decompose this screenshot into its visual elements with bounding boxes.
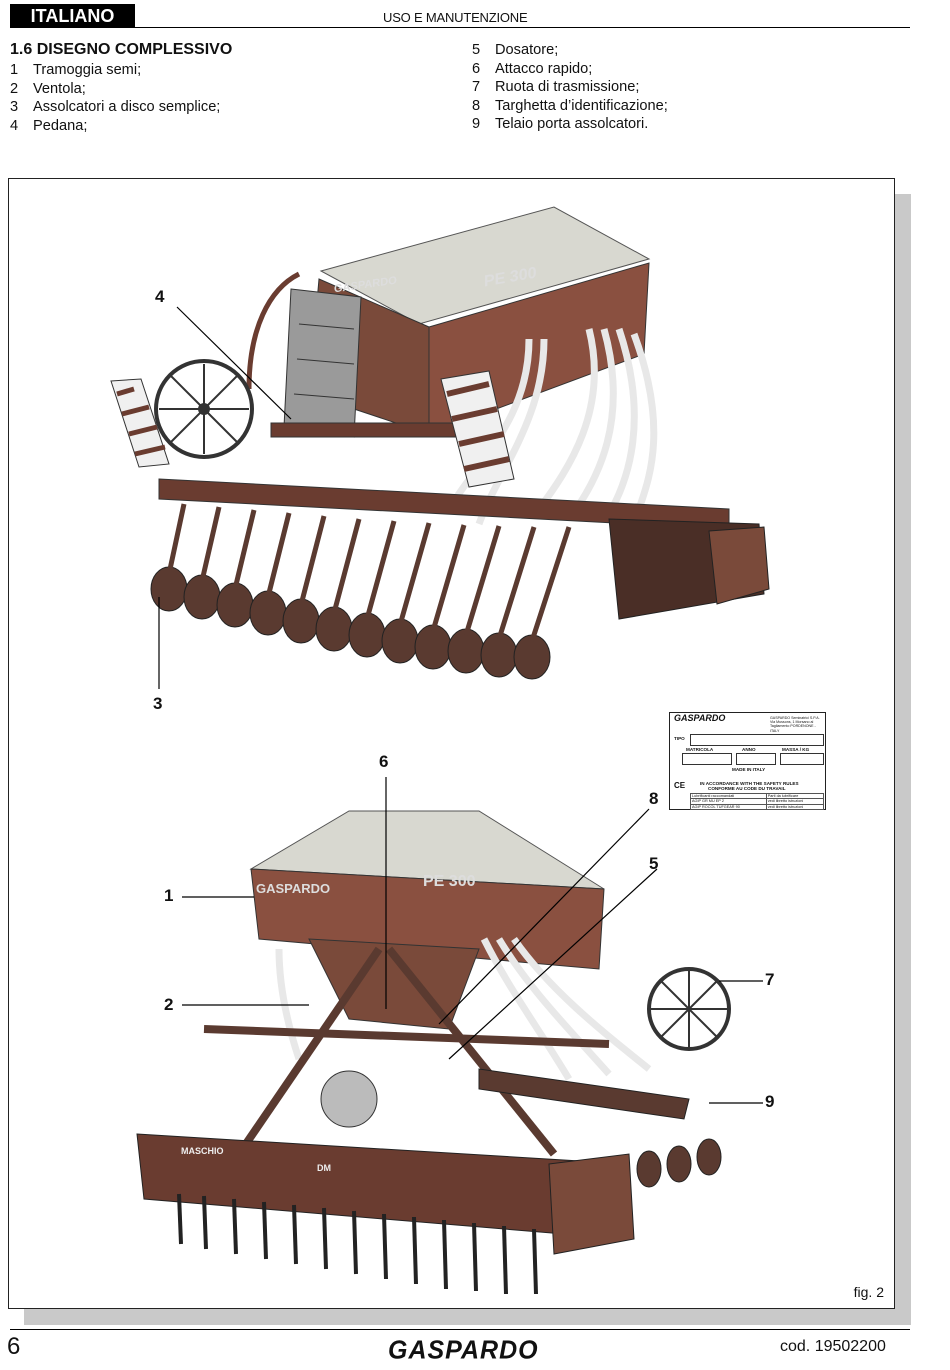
plate-anno-box [736, 753, 776, 765]
callout-9: 9 [765, 1092, 775, 1111]
figure-label: fig. 2 [853, 1284, 884, 1300]
plate-address: GASPARDO Seminatrici S.P.A. Via Mussons,… [770, 716, 820, 733]
plate-brand: GASPARDO [674, 713, 726, 723]
callout-6: 6 [379, 752, 389, 771]
callout-5: 5 [649, 854, 659, 873]
brand-logo: GASPARDO [388, 1335, 539, 1365]
machine-bottom [136, 810, 731, 1295]
plate-parts-2: vedi libretto istruzioni [765, 803, 825, 811]
plate-anno-label: ANNO [742, 747, 756, 752]
callout-3: 3 [153, 694, 163, 713]
plate-lub-2: AGIP ROCOL TUFGEAR 90 [690, 803, 767, 811]
footer-rule [10, 1329, 910, 1330]
plate-massa-box [780, 753, 824, 765]
page-number: 6 [7, 1333, 21, 1360]
plate-safety-2: CONFORME AU CODE DU TRAVAIL [708, 786, 786, 791]
plate-matricola-label: MATRICOLA [686, 747, 714, 752]
plate-massa-label: MASSA / KG [782, 747, 810, 752]
plate-matricola-box [682, 753, 732, 765]
callout-7: 7 [765, 970, 775, 989]
callout-2: 2 [164, 995, 174, 1014]
callout-1: 1 [164, 886, 174, 905]
decal-harrow-model: DM [317, 1163, 331, 1173]
plate-made-in: MADE IN ITALY [732, 767, 766, 772]
section-title: 1.6 DISEGNO COMPLESSIVO [10, 41, 233, 58]
language-tab: ITALIANO [10, 4, 135, 28]
plate-tipo-label: TIPO [674, 736, 685, 741]
plate-ce-mark: CE [674, 781, 686, 790]
decal-harrow-brand: MASCHIO [181, 1146, 224, 1156]
header-rule [135, 27, 910, 28]
callout-4: 4 [155, 287, 165, 306]
document-code: cod. 19502200 [780, 1338, 886, 1355]
decal-model-bottom: PE 300 [423, 873, 476, 890]
callout-8: 8 [649, 789, 659, 808]
plate-tipo-box [690, 734, 824, 746]
leader-lines [158, 306, 763, 1104]
plate-parts-header: Parti da lubrificare [765, 792, 825, 800]
header-title: USO E MANUTENZIONE [383, 10, 528, 25]
machine-top [110, 206, 770, 680]
figure-frame: 4 3 6 8 5 1 7 2 9 GASPARDO PE 300 GASPAR… [8, 178, 895, 1309]
plate-safety-1: IN ACCORDANCE WITH THE SAFETY RULES [700, 781, 799, 786]
identification-plate: GASPARDO GASPARDO Seminatrici S.P.A. Via… [669, 712, 826, 811]
decal-brand-bottom: GASPARDO [256, 881, 331, 896]
seed-drill-illustration [110, 206, 770, 1295]
plate-parts-1: vedi libretto istruzioni [765, 798, 825, 805]
